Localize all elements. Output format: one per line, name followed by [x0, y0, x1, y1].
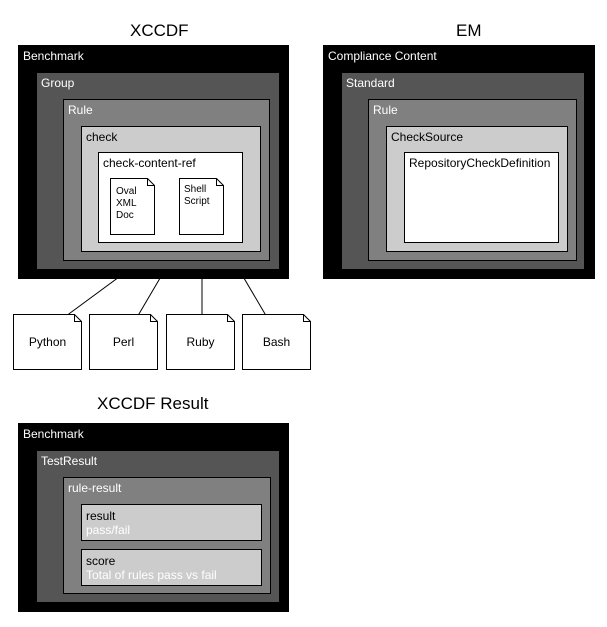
result-value: pass/fail	[86, 523, 131, 537]
bash-document: Bash	[242, 314, 311, 370]
result-benchmark-label: Benchmark	[23, 427, 84, 441]
repository-check-definition-label: RepositoryCheckDefinition	[409, 156, 551, 170]
checksource-label: CheckSource	[391, 130, 464, 144]
ruby-label: Ruby	[186, 335, 215, 349]
python-label: Python	[28, 335, 67, 349]
score-box: score Total of rules pass vs fail	[81, 549, 262, 586]
score-value: Total of rules pass vs fail	[86, 568, 217, 582]
oval-doc-line-3: Doc	[116, 210, 134, 221]
xccdf-result-title: XCCDF Result	[97, 394, 209, 413]
document-icon	[13, 314, 82, 370]
oval-doc-text: Oval XML Doc	[116, 186, 137, 222]
oval-doc-line-2: XML	[116, 198, 137, 209]
rule-label: Rule	[68, 103, 93, 117]
shell-script-line-2: Script	[184, 196, 210, 207]
perl-document: Perl	[89, 314, 158, 370]
oval-doc-line-1: Oval	[116, 186, 137, 197]
document-icon	[89, 314, 158, 370]
oval-doc-document: Oval XML Doc	[110, 178, 155, 235]
check-content-ref-label: check-content-ref	[103, 156, 196, 170]
shell-script-text: Shell Script	[184, 184, 210, 208]
document-icon	[166, 314, 235, 370]
result-box: result pass/fail	[81, 504, 262, 541]
em-rule-label: Rule	[373, 103, 398, 117]
result-label: result	[86, 509, 116, 523]
compliance-content-label: Compliance Content	[328, 49, 437, 63]
shell-script-document: Shell Script	[179, 178, 224, 235]
bash-label: Bash	[262, 335, 291, 349]
testresult-label: TestResult	[41, 454, 98, 468]
ruby-document: Ruby	[166, 314, 235, 370]
group-label: Group	[41, 76, 75, 90]
document-icon	[110, 178, 155, 235]
score-label: score	[86, 554, 116, 568]
em-title: EM	[456, 21, 482, 40]
document-icon	[179, 178, 224, 235]
shell-script-line-1: Shell	[184, 184, 207, 195]
perl-label: Perl	[112, 335, 135, 349]
benchmark-label: Benchmark	[23, 49, 84, 63]
python-document: Python	[13, 314, 82, 370]
xccdf-title: XCCDF	[130, 21, 189, 40]
standard-label: Standard	[346, 76, 395, 90]
rule-result-label: rule-result	[68, 481, 122, 495]
repository-check-definition-box: RepositoryCheckDefinition	[404, 152, 559, 243]
check-label: check	[86, 130, 118, 144]
document-icon	[242, 314, 311, 370]
